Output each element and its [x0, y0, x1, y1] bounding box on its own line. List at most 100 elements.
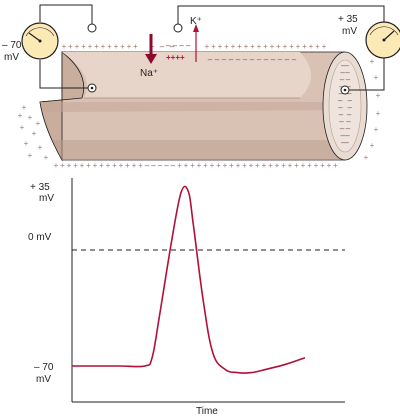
- outer-plus-sign: +: [24, 139, 29, 148]
- cap-minus-sign: –: [348, 96, 353, 105]
- outer-plus-sign: +: [106, 161, 111, 170]
- inner-charges: –––––––––––––: [208, 55, 297, 64]
- cap-minus-sign: –: [338, 103, 343, 112]
- y-label-zero: 0 mV: [28, 232, 52, 243]
- outer-plus-sign: +: [242, 161, 247, 170]
- cap-minus-sign: –: [338, 96, 343, 105]
- outer-plus-sign: +: [244, 42, 249, 51]
- outer-plus-sign: +: [370, 141, 375, 150]
- inner-minus-sign: –: [243, 55, 248, 64]
- membrane-potential-curve: [72, 185, 306, 374]
- cap-minus-sign: –: [339, 89, 344, 98]
- y-label-top-value: + 35: [30, 182, 50, 193]
- right-meter-value: + 35: [338, 14, 358, 25]
- sodium-influx-arrow: [145, 34, 157, 64]
- cap-minus-sign: –: [347, 110, 352, 119]
- outer-plus-sign: +: [250, 42, 255, 51]
- outer-plus-sign: +: [307, 161, 312, 170]
- outer-minus-sign: –: [151, 161, 156, 170]
- outer-plus-sign: +: [88, 42, 93, 51]
- cap-minus-sign: –: [340, 75, 345, 84]
- voltmeter-right: [365, 21, 400, 59]
- outer-plus-sign: +: [67, 161, 72, 170]
- outer-plus-sign: +: [315, 42, 320, 51]
- outer-plus-sign: +: [281, 161, 286, 170]
- inner-minus-sign: –: [271, 55, 276, 64]
- outer-plus-sign: +: [301, 161, 306, 170]
- axon-shading: [40, 102, 354, 112]
- outer-plus-sign: +: [75, 42, 80, 51]
- outer-plus-sign: +: [270, 42, 275, 51]
- inner-minus-sign: –: [208, 55, 213, 64]
- outer-plus-sign: +: [236, 161, 241, 170]
- outer-plus-sign: +: [54, 161, 59, 170]
- left-meter-unit: mV: [4, 52, 19, 63]
- inner-minus-sign: –: [215, 55, 220, 64]
- meter-scale: [25, 27, 55, 37]
- inner-minus-sign: –: [257, 55, 262, 64]
- cap-minus-sign: –: [339, 117, 344, 126]
- outer-plus-sign: +: [275, 161, 280, 170]
- local-plus-charges: ++++: [166, 53, 185, 62]
- outer-minus-sign: –: [158, 161, 163, 170]
- outer-minus-sign: –: [171, 161, 176, 170]
- outer-plus-sign: +: [86, 161, 91, 170]
- outer-plus-sign: +: [288, 161, 293, 170]
- inner-minus-sign: –: [278, 55, 283, 64]
- potassium-label: K⁺: [190, 16, 202, 27]
- outer-plus-sign: +: [80, 161, 85, 170]
- inner-minus-sign: –: [250, 55, 255, 64]
- outer-plus-sign: +: [93, 161, 98, 170]
- outer-plus-sign: +: [132, 161, 137, 170]
- inner-minus-sign: –: [264, 55, 269, 64]
- cap-minus-sign: –: [339, 110, 344, 119]
- sodium-label: Na⁺: [140, 68, 158, 79]
- outer-plus-sign: +: [190, 161, 195, 170]
- outer-plus-sign: +: [119, 161, 124, 170]
- outer-plus-sign: +: [364, 153, 369, 162]
- inner-minus-sign: –: [229, 55, 234, 64]
- end-cap-charges: ––––––––––––––––––––––––: [338, 61, 353, 147]
- cap-minus-sign: –: [341, 61, 346, 70]
- outer-plus-sign: +: [218, 42, 223, 51]
- outer-plus-sign: +: [276, 42, 281, 51]
- cap-minus-sign: –: [339, 82, 344, 91]
- outer-plus-sign: +: [99, 161, 104, 170]
- axon-end-inner: [328, 59, 362, 153]
- outer-plus-sign: +: [114, 42, 119, 51]
- outer-minus-sign: –: [170, 42, 175, 51]
- outer-plus-sign: +: [314, 161, 319, 170]
- outer-plus-sign: +: [94, 42, 99, 51]
- electrode-inner-left-dot: [90, 86, 94, 90]
- cap-minus-sign: –: [340, 124, 345, 133]
- outer-plus-sign: +: [127, 42, 132, 51]
- inner-minus-sign: –: [222, 55, 227, 64]
- outer-plus-sign: +: [224, 42, 229, 51]
- outer-plus-sign: +: [73, 161, 78, 170]
- outer-plus-sign: +: [327, 161, 332, 170]
- outer-plus-sign: +: [263, 42, 268, 51]
- x-axis-label: Time: [196, 406, 218, 417]
- cap-minus-sign: –: [346, 75, 351, 84]
- cap-minus-sign: –: [346, 124, 351, 133]
- outer-plus-sign: +: [370, 57, 375, 66]
- outer-plus-sign: +: [283, 42, 288, 51]
- outer-plus-sign: +: [229, 161, 234, 170]
- cap-minus-sign: –: [347, 103, 352, 112]
- local-minus-charges: – – – –: [166, 41, 191, 50]
- outer-plus-sign: +: [44, 153, 49, 162]
- axon-diagram: +++++++++++++++++++++++++++++++–––++++++…: [2, 4, 400, 170]
- outer-plus-sign: +: [101, 42, 106, 51]
- cap-minus-sign: –: [341, 138, 346, 147]
- outer-plus-sign: +: [28, 113, 33, 122]
- y-label-bottom-value: – 70: [34, 362, 54, 373]
- outer-plus-sign: +: [36, 119, 41, 128]
- electrode-outer-left: [87, 23, 97, 33]
- outer-plus-sign: +: [296, 42, 301, 51]
- electrode-wires: [39, 4, 385, 91]
- outer-plus-sign: +: [322, 42, 327, 51]
- outer-plus-sign: +: [197, 161, 202, 170]
- meter-pivot: [38, 39, 42, 43]
- outer-plus-sign: +: [22, 103, 27, 112]
- inner-minus-sign: –: [285, 55, 290, 64]
